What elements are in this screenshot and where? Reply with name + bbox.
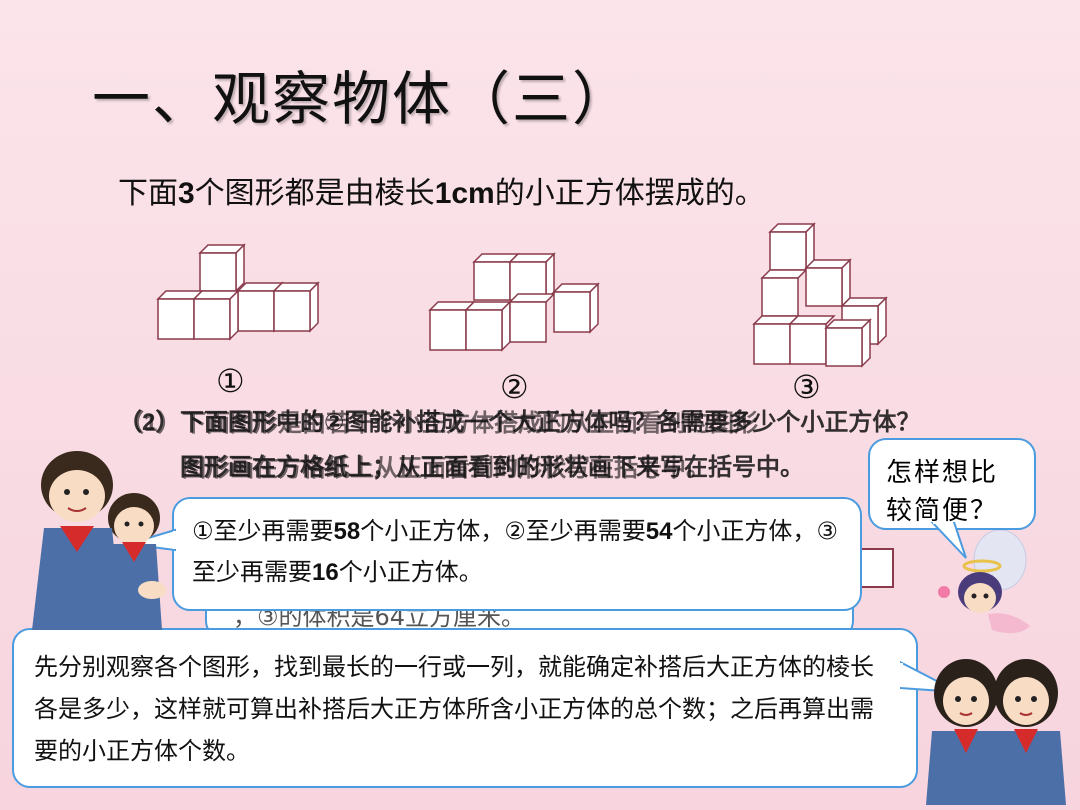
- children-illustration-left: [32, 451, 166, 630]
- cube-figure-1: [156, 243, 320, 341]
- problem-statement: 下面3个图形都是由棱长1cm的小正方体摆成的。: [118, 176, 765, 211]
- girls-illustration-right: [926, 659, 1066, 805]
- cube-figure-3: [752, 222, 888, 368]
- fairy-illustration: [938, 530, 1030, 634]
- cube-figure-2: [428, 252, 600, 352]
- hint-text: 怎样想比较简便？: [886, 458, 999, 526]
- figure-label-2: ②: [500, 368, 529, 406]
- page-title: 一、观察物体（三）: [92, 65, 633, 133]
- explanation-text: 先分别观察各个图形，找到最长的一行或一列，就能确定补搭后大正方体的棱长各是多少，…: [34, 653, 874, 765]
- answer-text: ①至少再需要58个小正方体，②至少再需要54个小正方体，③至少再需要16个小正方…: [192, 517, 838, 586]
- hint-bubble: 怎样想比较简便？: [868, 438, 1036, 530]
- figure-label-3: ③: [792, 368, 821, 406]
- hint-bubble-tail: [930, 522, 967, 559]
- explanation-bubble: 先分别观察各个图形，找到最长的一行或一列，就能确定补搭后大正方体的棱长各是多少，…: [12, 628, 918, 788]
- figure-label-1: ①: [216, 362, 245, 400]
- answer-bubble: ①至少再需要58个小正方体，②至少再需要54个小正方体，③至少再需要16个小正方…: [172, 497, 862, 611]
